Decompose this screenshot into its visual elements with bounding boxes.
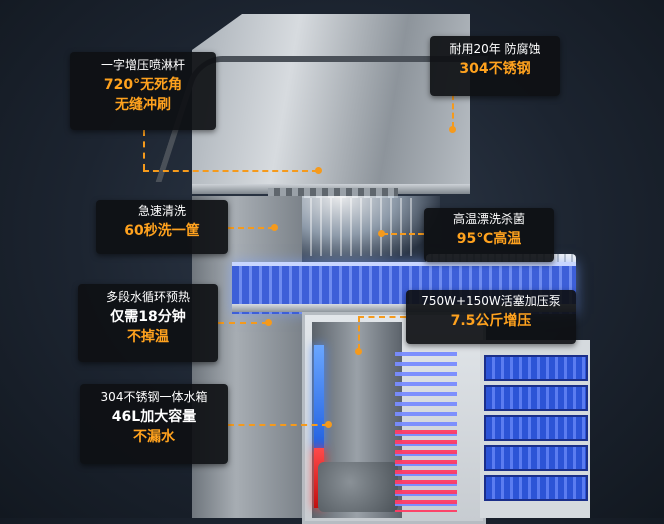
callout-tank: 304不锈钢一体水箱 46L加大容量 不漏水 — [80, 384, 228, 464]
connector-dot — [315, 167, 322, 174]
heating-coil-hot — [395, 430, 457, 512]
callout-title: 多段水循环预热 — [105, 290, 190, 304]
connector-line — [143, 130, 145, 170]
stacked-rack — [484, 385, 588, 411]
callout-highlight: 7.5公斤增压 — [450, 313, 532, 329]
connector-line — [143, 170, 318, 172]
connector-dot — [325, 421, 332, 428]
cold-water-pipe — [314, 345, 324, 450]
callout-heating: 多段水循环预热 仅需18分钟 不掉温 — [78, 284, 218, 362]
connector-line — [382, 233, 424, 235]
connector-dot — [378, 230, 385, 237]
callout-subtitle: 仅需18分钟 — [110, 309, 186, 325]
rack-rail — [232, 304, 576, 312]
callout-title: 750W+150W活塞加压泵 — [421, 294, 561, 308]
connector-dot — [265, 319, 272, 326]
callout-highlight: 不掉温 — [127, 329, 169, 345]
connector-dot — [271, 224, 278, 231]
stacked-rack — [484, 355, 588, 381]
stacked-rack — [484, 445, 588, 471]
connector-line — [228, 227, 274, 229]
callout-highlight: 95℃高温 — [456, 231, 522, 247]
spray-nozzle-bar — [268, 188, 398, 198]
stacked-rack — [484, 415, 588, 441]
callout-pump: 750W+150W活塞加压泵 7.5公斤增压 — [406, 290, 576, 344]
connector-dot — [355, 348, 362, 355]
callout-durable: 耐用20年 防腐蚀 304不锈钢 — [430, 36, 560, 96]
callout-title: 304不锈钢一体水箱 — [100, 390, 208, 404]
callout-high-temp: 高温漂洗杀菌 95℃高温 — [424, 208, 554, 262]
pump-motor — [318, 462, 398, 512]
connector-line — [228, 424, 328, 426]
connector-line — [358, 316, 360, 350]
connector-line — [218, 322, 268, 324]
callout-highlight: 720°无死角 — [103, 77, 183, 93]
connector-line — [358, 316, 406, 318]
connector-line — [452, 94, 454, 128]
callout-highlight: 无缝冲刷 — [115, 97, 171, 113]
callout-title: 急速清洗 — [137, 204, 186, 218]
callout-fast-wash: 急速清洗 60秒洗一筐 — [96, 200, 228, 254]
callout-highlight: 60秒洗一筐 — [124, 223, 200, 239]
callout-spray-arm: 一字增压喷淋杆 720°无死角 无缝冲刷 — [70, 52, 216, 130]
callout-highlight: 304不锈钢 — [459, 61, 531, 77]
callout-highlight: 不漏水 — [133, 429, 175, 445]
connector-dot — [449, 126, 456, 133]
callout-title: 高温漂洗杀菌 — [452, 212, 525, 226]
callout-title: 一字增压喷淋杆 — [100, 58, 185, 72]
machine-hood — [192, 14, 470, 194]
callout-subtitle: 46L加大容量 — [111, 409, 197, 425]
stacked-rack — [484, 475, 588, 501]
callout-title: 耐用20年 防腐蚀 — [449, 42, 541, 56]
